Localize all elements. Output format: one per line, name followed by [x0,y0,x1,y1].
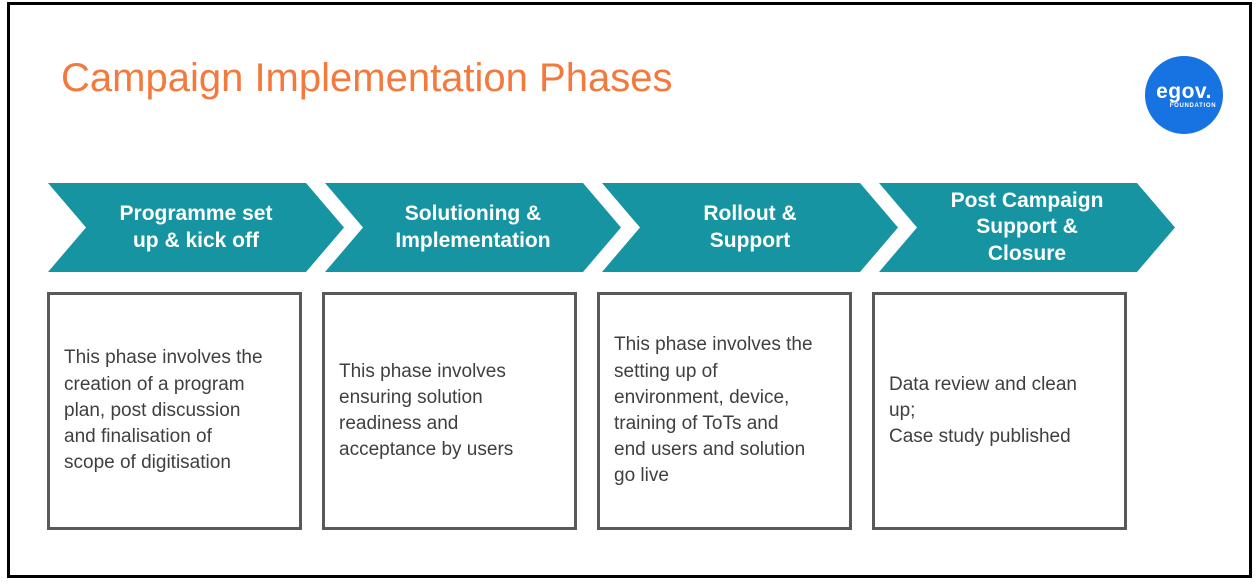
phase-description-text: This phase involves the setting up of en… [614,334,813,487]
phase-description-text: Data review and clean up; Case study pub… [889,373,1077,448]
page-title: Campaign Implementation Phases [61,56,673,100]
egov-foundation-logo: egov. FOUNDATION [1145,56,1223,134]
phase-arrow-label: Rollout & Support [703,201,797,252]
phase-description-text: This phase involves ensuring solution re… [339,360,514,461]
phase-arrow-rollout: Rollout & Support [602,183,898,272]
logo-wordmark: egov. [1156,80,1212,103]
phase-arrow-programme-setup: Programme set up & kick off [48,183,344,272]
phase-description-row: This phase involves the creation of a pr… [47,292,1127,530]
phase-arrow-solutioning: Solutioning & Implementation [325,183,621,272]
phase-arrow-label: Post Campaign Support & Closure [950,188,1104,265]
phase-arrow-label: Programme set up & kick off [119,201,273,252]
phase-description-box-programme-setup: This phase involves the creation of a pr… [47,292,302,530]
phase-description-box-solutioning: This phase involves ensuring solution re… [322,292,577,530]
slide-border [7,2,1252,578]
logo-subtext: FOUNDATION [1169,103,1217,109]
phase-arrow-label: Solutioning & Implementation [395,201,551,252]
phase-arrow-post-campaign: Post Campaign Support & Closure [879,183,1175,272]
phase-description-box-rollout: This phase involves the setting up of en… [597,292,852,530]
phase-description-box-post-campaign: Data review and clean up; Case study pub… [872,292,1127,530]
phase-description-text: This phase involves the creation of a pr… [64,347,263,474]
phase-arrow-row: Programme set up & kick off Solutioning … [48,183,1175,272]
